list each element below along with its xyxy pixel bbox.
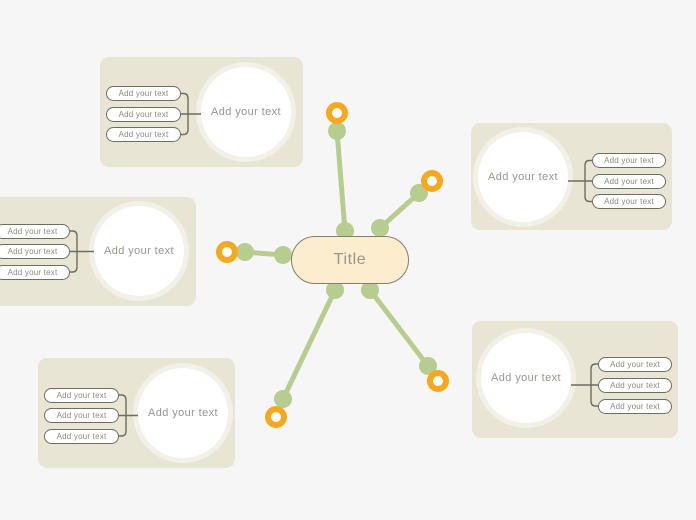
topic-label: Add your text xyxy=(147,407,218,419)
topic-circle[interactable]: Add your text xyxy=(138,368,228,458)
subtopic-pill[interactable]: Add your text xyxy=(592,173,666,189)
subtopic-label: Add your text xyxy=(118,130,169,139)
subtopic-pill[interactable]: Add your text xyxy=(44,408,119,423)
topic-circle[interactable]: Add your text xyxy=(481,333,571,423)
subtopic-label: Add your text xyxy=(610,401,660,411)
subtopic-pill[interactable]: Add your text xyxy=(592,194,666,209)
subtopic-label: Add your text xyxy=(604,197,654,206)
subtopic-pill[interactable]: Add your text xyxy=(598,398,672,414)
subtopic-pill[interactable]: Add your text xyxy=(598,377,672,393)
branch-end-dot xyxy=(410,184,428,202)
topic-label: Add your text xyxy=(487,171,558,183)
branch-line xyxy=(334,130,348,232)
subtopic-pill[interactable]: Add your text xyxy=(592,153,666,168)
branch-end-dot xyxy=(236,243,254,261)
branch-line xyxy=(378,191,421,230)
connection-handle-icon[interactable] xyxy=(427,370,449,392)
central-topic-label: Title xyxy=(333,251,367,268)
subtopic-pill[interactable]: Add your text xyxy=(0,264,70,280)
branch-end-dot xyxy=(419,357,437,375)
subtopic-label: Add your text xyxy=(604,156,654,165)
connection-handle-icon[interactable] xyxy=(216,241,238,263)
subtopic-pill[interactable]: Add your text xyxy=(44,387,119,403)
subtopic-pill[interactable]: Add your text xyxy=(106,127,181,142)
central-topic-node[interactable]: Title xyxy=(291,236,409,284)
subtopic-pill[interactable]: Add your text xyxy=(0,244,70,259)
branch-line xyxy=(368,288,430,368)
branch-line xyxy=(280,288,338,401)
topic-label: Add your text xyxy=(210,106,281,118)
subtopic-pill[interactable]: Add your text xyxy=(106,86,181,101)
branch-line xyxy=(244,249,284,258)
subtopic-label: Add your text xyxy=(118,89,169,98)
branch-root-dot xyxy=(371,219,389,237)
subtopic-pill[interactable]: Add your text xyxy=(44,428,119,444)
subtopic-label: Add your text xyxy=(610,380,660,390)
branch-root-dot xyxy=(274,246,292,264)
subtopic-pill[interactable]: Add your text xyxy=(0,223,70,239)
topic-label: Add your text xyxy=(490,372,561,384)
subtopic-pill[interactable]: Add your text xyxy=(106,106,181,122)
subtopic-label: Add your text xyxy=(604,176,654,186)
topic-circle[interactable]: Add your text xyxy=(478,132,568,222)
subtopic-label: Add your text xyxy=(7,267,58,277)
subtopic-label: Add your text xyxy=(56,431,107,441)
connection-handle-icon[interactable] xyxy=(421,170,443,192)
subtopic-label: Add your text xyxy=(7,226,58,236)
branch-end-dot xyxy=(274,390,292,408)
subtopic-label: Add your text xyxy=(118,109,169,119)
subtopic-label: Add your text xyxy=(7,247,58,256)
subtopic-label: Add your text xyxy=(610,359,660,369)
topic-circle[interactable]: Add your text xyxy=(201,67,291,157)
subtopic-label: Add your text xyxy=(56,390,107,400)
subtopic-pill[interactable]: Add your text xyxy=(598,356,672,372)
connection-handle-icon[interactable] xyxy=(265,406,287,428)
subtopic-label: Add your text xyxy=(56,411,107,420)
connection-handle-icon[interactable] xyxy=(326,102,348,124)
branch-end-dot xyxy=(328,122,346,140)
topic-label: Add your text xyxy=(103,245,174,257)
topic-circle[interactable]: Add your text xyxy=(94,206,184,296)
